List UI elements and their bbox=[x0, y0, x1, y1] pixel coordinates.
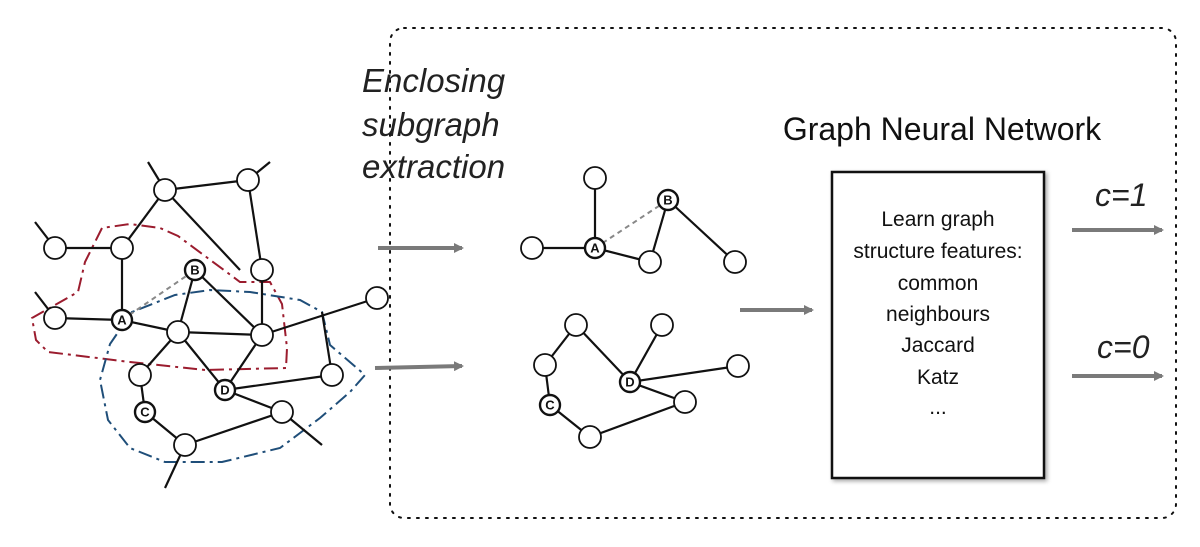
pipeline-frame bbox=[389, 27, 1177, 519]
node-C-label: C bbox=[140, 405, 150, 420]
gnn-box bbox=[830, 170, 1046, 480]
sub-node-C bbox=[538, 393, 562, 417]
extraction-line-3: extraction bbox=[362, 148, 505, 185]
node-A bbox=[110, 308, 134, 332]
gnn-line-6: Katz bbox=[917, 366, 959, 389]
sub-node-A bbox=[583, 236, 607, 260]
sub-node-D bbox=[618, 370, 642, 394]
node-C bbox=[133, 400, 157, 424]
full-graph: A B C D bbox=[30, 161, 389, 489]
gnn-line-7: ... bbox=[929, 396, 947, 419]
extraction-line-2: subgraph bbox=[362, 106, 500, 143]
node-B bbox=[183, 258, 207, 282]
gnn-title: Graph Neural Network bbox=[783, 111, 1102, 147]
gnn-line-4: neighbours bbox=[886, 303, 990, 326]
gnn-feature-list: Learn graph structure features: common n… bbox=[853, 208, 1022, 419]
sub-node-B-label: B bbox=[663, 193, 672, 208]
gnn-line-1: Learn graph bbox=[881, 208, 994, 231]
subgraph-A-boundary bbox=[30, 222, 289, 372]
extraction-caption: Enclosing subgraph extraction bbox=[362, 62, 506, 185]
sub-node-D-label: D bbox=[625, 375, 634, 390]
node-D-label: D bbox=[220, 383, 229, 398]
sub-node-B bbox=[656, 188, 680, 212]
extract-arrow-bottom bbox=[374, 361, 464, 372]
output-positive-label: c=1 bbox=[1095, 177, 1147, 213]
gnn-line-2: structure features: bbox=[853, 240, 1022, 263]
subgraph-A-B: A B bbox=[520, 166, 747, 274]
sub-node-C-label: C bbox=[545, 398, 555, 413]
gnn-line-5: Jaccard bbox=[901, 334, 975, 357]
extraction-line-1: Enclosing bbox=[362, 62, 506, 99]
node-B-label: B bbox=[190, 263, 199, 278]
node-A-label: A bbox=[117, 313, 127, 328]
gnn-line-3: common bbox=[898, 272, 979, 295]
subgraph-C-D: D C bbox=[533, 313, 750, 449]
sub-node-A-label: A bbox=[590, 241, 600, 256]
output-negative-label: c=0 bbox=[1097, 329, 1150, 365]
subgraph-D-boundary bbox=[98, 288, 367, 463]
node-D bbox=[213, 378, 237, 402]
